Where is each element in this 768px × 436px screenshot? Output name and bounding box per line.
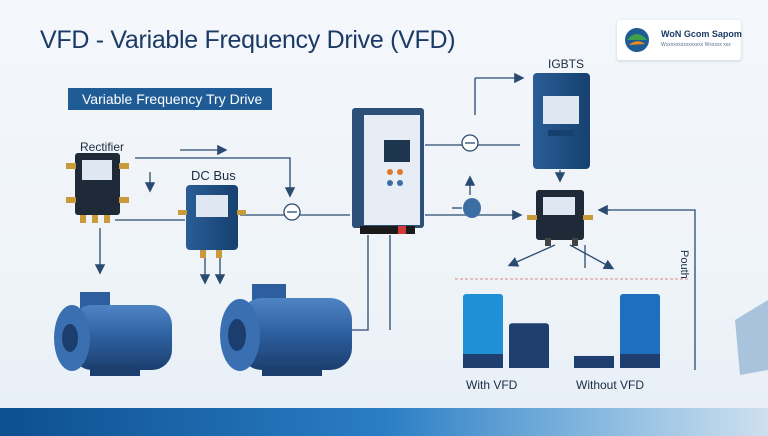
- with-vfd-label: With VFD: [466, 378, 518, 392]
- sensor-icon: [452, 198, 481, 218]
- motor-left: [54, 292, 172, 376]
- bar-without-vfd-2: [620, 294, 660, 368]
- subtitle-banner: Variable Frequency Try Drive: [68, 88, 272, 110]
- motor-center: [220, 284, 352, 376]
- logo-globe-icon: [625, 28, 649, 52]
- bar-base-with-vfd-2: [509, 354, 549, 368]
- without-vfd-label: Without VFD: [576, 378, 645, 392]
- dc-bus-module: [178, 185, 246, 258]
- bar-base-without-vfd-1: [574, 355, 614, 368]
- power-module: [527, 190, 593, 246]
- connector-lines: [94, 72, 696, 370]
- igbts-label: IGBTS: [548, 57, 585, 71]
- logo-name: WoN Gcom Sapom: [661, 29, 742, 39]
- company-logo: WoN Gcom Sapom Wxxxxxxxxxxxxxxx Wxxxxx x…: [617, 20, 742, 60]
- rectifier-label: Rectifier: [80, 140, 125, 154]
- comparison-bar-chart: [463, 294, 660, 368]
- igbt-module: [533, 73, 590, 169]
- rectifier-module: [66, 153, 129, 223]
- bar-base-without-vfd-2: [620, 354, 660, 368]
- motor-right-edge: [735, 300, 768, 375]
- logo-tagline: Wxxxxxxxxxxxxxxx Wxxxxx xxx: [661, 42, 731, 48]
- dc-bus-label: DC Bus: [191, 168, 236, 183]
- footer-bar: [0, 408, 768, 436]
- vfd-drive-unit: [352, 108, 424, 234]
- bar-base-with-vfd-1: [463, 354, 503, 368]
- bar-with-vfd-1: [463, 294, 503, 368]
- page-title: VFD - Variable Frequency Drive (VFD): [40, 26, 456, 54]
- power-axis-label: Pouth: [678, 250, 690, 279]
